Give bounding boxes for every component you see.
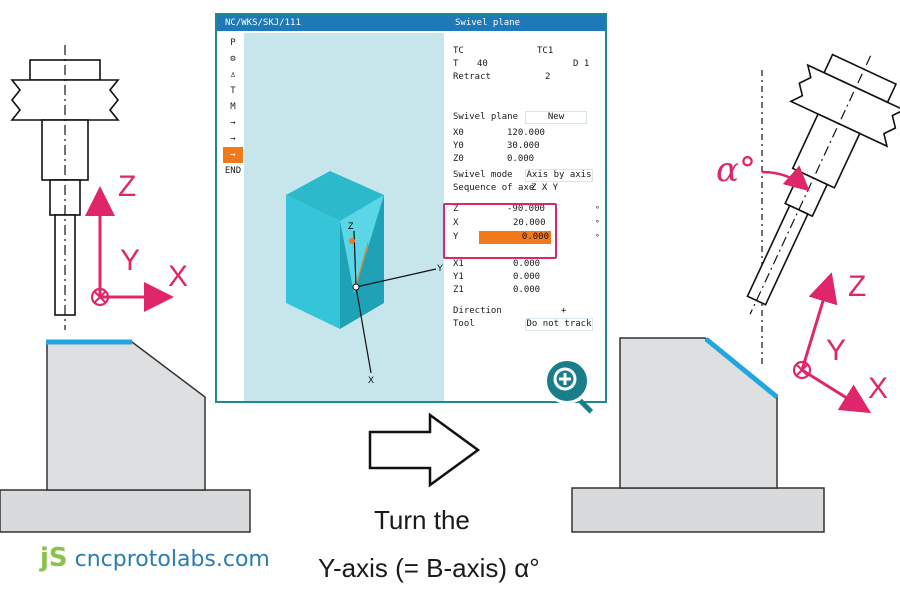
right-top-surface — [704, 337, 779, 399]
param-row-y: Y 0.000 ° — [453, 231, 600, 244]
param-row-x: X 20.000 ° — [453, 218, 600, 228]
parameter-panel: TC TC1 T 40 D 1 Retract 2 Swivel plane N… — [449, 33, 601, 401]
param-row-retract: Retract 2 — [453, 72, 551, 82]
zoom-in-icon[interactable] — [544, 358, 590, 404]
screen-path: NC/WKS/SKJ/111 — [225, 18, 301, 28]
param-row-t: T 40 D 1 — [453, 59, 590, 69]
brand-logo: jS cncprotolabs.com — [40, 543, 270, 573]
cube-left-face — [286, 195, 340, 329]
sidebar-item-arrow-active[interactable]: → — [223, 147, 243, 163]
param-row-tc: TC TC1 — [453, 46, 554, 56]
right-base — [571, 487, 825, 533]
sidebar-item-arrow-1[interactable]: → — [230, 118, 236, 128]
caption-line-2: Y-axis (= B-axis) α° — [318, 553, 540, 583]
sidebar-item-arrow-2[interactable]: → — [230, 134, 236, 144]
cube-cut-face — [340, 195, 384, 293]
param-row-z0: Z0 0.000 — [453, 154, 535, 164]
param-row-tool: Tool Do not track — [453, 318, 593, 331]
param-row-swivel-mode: Swivel mode Axis by axis — [453, 169, 593, 182]
left-workpiece — [46, 341, 206, 491]
angle-label: α° — [716, 150, 756, 190]
left-x-label: X — [168, 260, 189, 293]
cube-preview — [286, 171, 437, 374]
transition-arrow — [368, 412, 481, 488]
param-row-swivel-plane: Swivel plane New — [449, 111, 601, 124]
param-row-x1: X1 0.000 — [453, 259, 541, 269]
left-machine-scene — [0, 45, 251, 533]
angle-highlight-box — [443, 203, 557, 259]
right-workpiece — [619, 337, 778, 489]
right-y-label: Y — [826, 334, 847, 367]
view-y-label: Y — [437, 263, 444, 273]
left-base — [0, 489, 251, 533]
brand-mark-icon: jS — [40, 543, 68, 573]
right-z-label: Z — [848, 270, 867, 303]
left-y-label: Y — [120, 244, 141, 277]
right-axis-triad — [792, 272, 872, 414]
view-x-label: X — [368, 375, 375, 385]
brand-text: cncprotolabs.com — [74, 547, 270, 572]
cube-top-face — [286, 171, 384, 221]
sidebar-item-m[interactable]: M — [230, 102, 236, 112]
angle-arc-arrow — [761, 165, 810, 192]
preview-axes — [353, 230, 437, 374]
param-row-y0: Y0 30.000 — [453, 141, 540, 151]
view-z-label: Z — [348, 221, 354, 231]
screen-title: Swivel plane — [455, 18, 521, 28]
screen-sidebar: P ⚙ ♙ T M → → → END — [223, 35, 243, 179]
param-row-sequence: Sequence of axe Z X Y — [453, 183, 559, 193]
sidebar-item-settings-icon[interactable]: ⚙ — [230, 54, 236, 64]
sidebar-item-piece-icon[interactable]: ♙ — [230, 70, 236, 80]
sidebar-item-t[interactable]: T — [230, 86, 236, 96]
magnifier-glyph — [553, 367, 577, 391]
left-axis-triad — [85, 186, 174, 312]
param-row-y1: Y1 0.000 — [453, 272, 541, 282]
param-row-z1: Z1 0.000 — [453, 285, 541, 295]
right-machine-scene — [571, 53, 900, 533]
sidebar-item-p[interactable]: P — [230, 38, 236, 48]
right-x-label: X — [868, 372, 889, 405]
left-z-label: Z — [118, 170, 137, 203]
sidebar-item-end[interactable]: END — [224, 166, 242, 176]
param-row-z: Z -90.000 ° — [453, 204, 600, 214]
3d-preview-area: Z Y X — [244, 33, 444, 401]
param-row-x0: X0 120.000 — [453, 128, 545, 138]
caption-line-1: Turn the — [374, 505, 470, 535]
cnc-control-screen: NC/WKS/SKJ/111 Swivel plane P ⚙ ♙ T M → … — [215, 13, 607, 403]
screen-titlebar: NC/WKS/SKJ/111 Swivel plane — [217, 15, 605, 31]
right-spindle — [746, 53, 900, 315]
left-spindle — [10, 45, 120, 330]
tool-point-icon — [349, 238, 355, 244]
param-row-direction: Direction + — [453, 306, 567, 316]
